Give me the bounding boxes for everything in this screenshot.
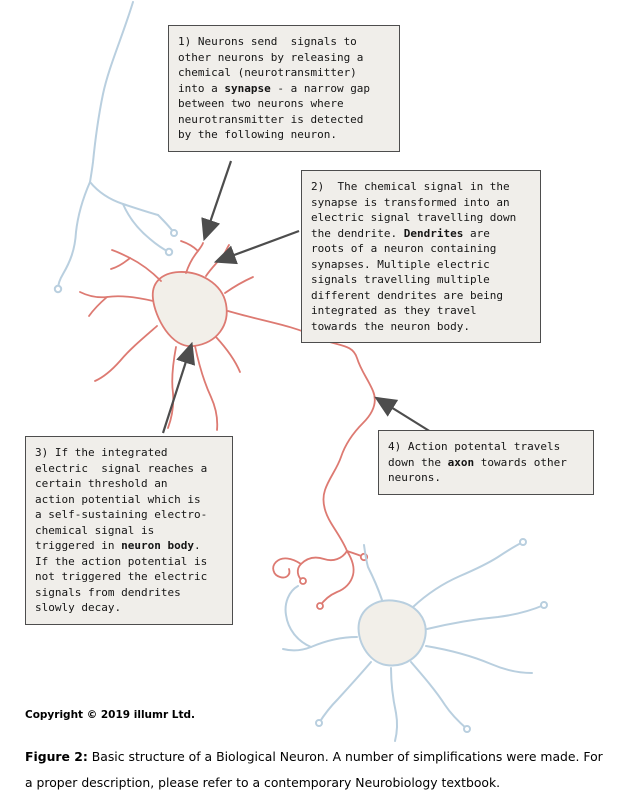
arrow-to-synapse <box>201 160 233 242</box>
dendrite-top-right <box>205 244 230 277</box>
arrow-to-neuron-body <box>161 341 196 434</box>
downstream-tip <box>519 538 527 546</box>
annotation-text-axon: 4) Action potental travels down the axon… <box>388 440 567 484</box>
downstream-dendrite-upper-right <box>412 541 524 608</box>
axon-terminal-hook <box>272 557 302 579</box>
axon-terminal-branch-1 <box>296 550 348 582</box>
annotation-arrows <box>161 160 432 434</box>
dendrite-upper-left-branch <box>110 257 131 270</box>
downstream-dendrite-right-1 <box>426 604 545 630</box>
annotation-text-neuron-body: 3) If the integrated electric signal rea… <box>35 446 208 614</box>
arrow-to-dendrites <box>213 229 300 265</box>
synaptic-bouton <box>53 284 63 294</box>
annotation-box-synapse: 1) Neurons send signals to other neurons… <box>168 25 400 152</box>
annotation-text-dendrites: 2) The chemical signal in the synapse is… <box>311 180 517 333</box>
downstream-dendrite-left-curl <box>284 585 312 648</box>
dendrite-down-right <box>194 345 219 431</box>
upstream-axon-trunk <box>89 1 134 183</box>
upstream-axon-blue <box>53 1 178 294</box>
dendrite-left-branch <box>88 296 108 317</box>
dendrite-right-short <box>215 336 241 373</box>
downstream-dendrite-down <box>390 667 399 742</box>
downstream-dendrite-left <box>282 636 358 652</box>
downstream-soma <box>357 599 427 667</box>
annotation-box-axon: 4) Action potental travels down the axon… <box>378 430 594 495</box>
dendrite-upper-right <box>224 276 254 294</box>
neuron-body-soma <box>151 271 228 347</box>
upstream-axon-branch-right <box>89 181 159 216</box>
dendrite-down <box>167 346 177 429</box>
copyright-text: Copyright © 2019 illumr Ltd. <box>25 709 196 721</box>
neuron-blue-downstream <box>282 538 548 742</box>
axon-terminal-bouton <box>316 602 324 610</box>
axon-terminal-bouton <box>299 577 307 585</box>
axon <box>227 310 376 552</box>
dendrite-top-branch <box>180 240 199 252</box>
downstream-tip <box>540 601 548 609</box>
downstream-dendrite-right-2 <box>425 645 533 674</box>
upstream-axon-branch-synapse <box>122 203 170 253</box>
annotation-text-synapse: 1) Neurons send signals to other neurons… <box>178 35 371 141</box>
dendrite-lower-left <box>94 325 158 382</box>
downstream-dendrite-up <box>363 544 383 601</box>
arrow-to-axon <box>374 396 432 433</box>
downstream-tip <box>463 725 471 733</box>
figure-caption: Figure 2: Basic structure of a Biologica… <box>25 744 611 796</box>
annotation-box-dendrites: 2) The chemical signal in the synapse is… <box>301 170 541 343</box>
figure-caption-label: Figure 2: <box>25 749 88 764</box>
synaptic-bouton <box>170 229 178 237</box>
annotation-box-neuron-body: 3) If the integrated electric signal rea… <box>25 436 233 625</box>
dendrite-left <box>79 291 154 302</box>
downstream-dendrite-down-right <box>410 661 468 730</box>
axon-terminal-branch-2 <box>319 550 355 607</box>
upstream-axon-branch-left <box>57 181 91 290</box>
synaptic-bouton <box>164 247 174 257</box>
figure-caption-text: Basic structure of a Biological Neuron. … <box>25 749 603 790</box>
downstream-dendrite-down-left <box>318 661 372 724</box>
downstream-tip <box>315 719 323 727</box>
